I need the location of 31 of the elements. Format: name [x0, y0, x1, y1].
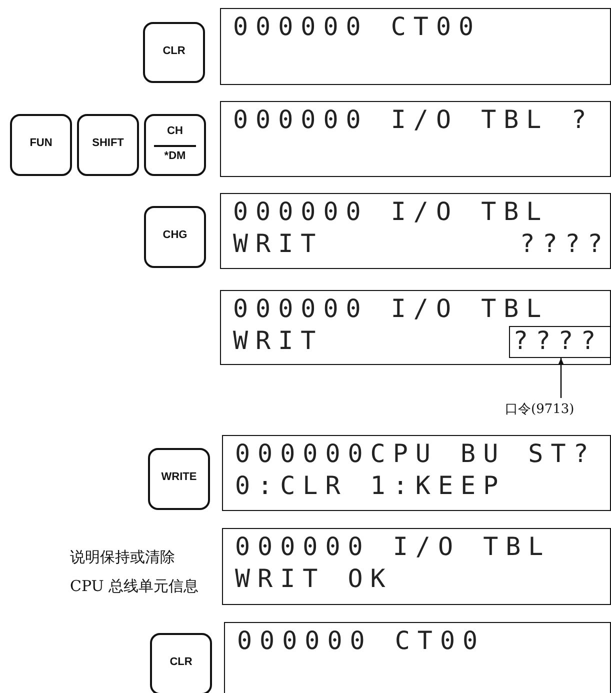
display-text: 000000 CT00 — [237, 627, 486, 655]
lcd-display — [220, 8, 611, 85]
lcd-display — [222, 528, 611, 605]
display-text: ???? — [520, 230, 610, 258]
display-text: WRIT — [233, 327, 324, 355]
key-button: WRITE — [148, 448, 210, 510]
lcd-display — [220, 193, 611, 269]
display-text: WRIT — [233, 230, 324, 258]
lcd-display — [222, 435, 611, 511]
display-text: 000000 I/O TBL ? — [233, 106, 594, 134]
key-button: CLR — [150, 633, 212, 693]
display-text: ???? — [513, 327, 604, 355]
key-button: SHIFT — [77, 114, 139, 176]
key-button: CHG — [144, 206, 206, 268]
display-text: WRIT OK — [235, 565, 393, 593]
display-text: 000000 I/O TBL — [233, 198, 549, 226]
callout-label: 口令(9713) — [505, 400, 574, 418]
note-text: 说明保持或清除 CPU 总线单元信息 — [70, 547, 200, 597]
display-text: 000000CPU BU ST? — [235, 440, 596, 468]
display-text: 000000 I/O TBL — [235, 533, 551, 561]
key-button: CH *DM — [144, 114, 206, 176]
display-text: 000000 CT00 — [233, 13, 482, 41]
lcd-display — [224, 622, 611, 693]
leader-arrow — [558, 358, 564, 398]
display-text: 0:CLR 1:KEEP — [235, 472, 506, 500]
display-text: 000000 I/O TBL — [233, 295, 549, 323]
key-button: CLR — [143, 22, 205, 83]
lcd-display — [220, 101, 611, 177]
key-button: FUN — [10, 114, 72, 176]
highlight-box — [509, 326, 611, 358]
lcd-display — [220, 290, 611, 365]
